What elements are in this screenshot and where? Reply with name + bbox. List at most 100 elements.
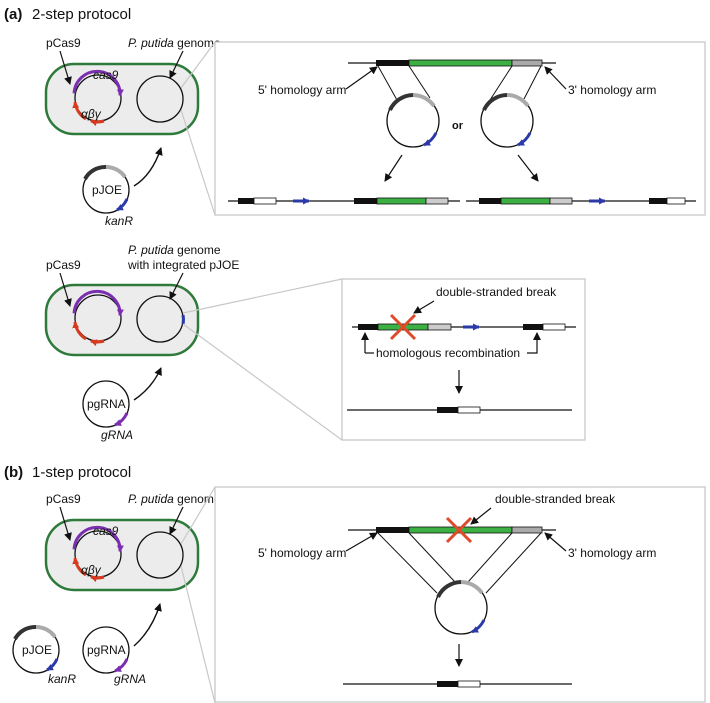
hr-label: homologous recombination bbox=[376, 346, 520, 360]
arm5-block bbox=[376, 60, 409, 66]
zoom-line-2b bbox=[182, 323, 343, 441]
abg-label-b: αβγ bbox=[81, 563, 102, 577]
transform-arrow-b bbox=[133, 603, 162, 647]
transform-arrow-a1 bbox=[133, 147, 163, 187]
panel-a: (a) 2-step protocol cas9 αβγ pCas9 P. pu… bbox=[4, 6, 706, 228]
grna-arrow bbox=[114, 412, 129, 427]
genome-pointer-b bbox=[169, 506, 184, 535]
pjoe-b-gray bbox=[35, 624, 57, 639]
genome-circle bbox=[136, 75, 184, 123]
pjoe-gray-arm bbox=[105, 164, 127, 179]
repaired-locus-b bbox=[343, 680, 572, 688]
green-insert bbox=[408, 59, 513, 67]
zoom-line-2a bbox=[182, 278, 343, 314]
panel-a-title: 2-step protocol bbox=[32, 6, 131, 23]
hr-right bbox=[527, 332, 541, 354]
pgrna-label: pgRNA bbox=[87, 397, 126, 411]
pjoe-left-dark bbox=[388, 93, 414, 111]
arm3-label-b: 3' homology arm bbox=[568, 546, 656, 560]
red-gene-arrow-1 bbox=[90, 119, 105, 127]
kanr-arrow bbox=[116, 198, 129, 212]
grna-label-b: gRNA bbox=[114, 672, 146, 686]
dsb-pointer-a bbox=[413, 300, 435, 314]
dsb-cross-a bbox=[389, 313, 417, 341]
genome-pointer-2 bbox=[169, 272, 184, 300]
arm3-block bbox=[511, 59, 543, 67]
arm5-pointer bbox=[345, 66, 378, 90]
repaired-locus-a bbox=[347, 406, 572, 414]
cas9-label: cas9 bbox=[93, 68, 119, 82]
pjoe-circle-b-gray bbox=[460, 580, 484, 595]
integrated-result-right bbox=[466, 197, 696, 205]
zoom-box-a1 bbox=[214, 41, 706, 216]
abg-label: αβγ bbox=[81, 107, 102, 121]
cross-line-2 bbox=[408, 65, 431, 99]
arm5-pointer-b bbox=[345, 532, 378, 552]
zoom-line-bottom bbox=[180, 109, 216, 216]
panel-b-letter: (b) bbox=[4, 464, 23, 481]
pcas9-label: pCas9 bbox=[46, 36, 81, 50]
cas9-arrow-b bbox=[72, 525, 124, 553]
cas9-label-b: cas9 bbox=[93, 524, 119, 538]
pjoe-right-kan bbox=[517, 132, 532, 147]
or-label: or bbox=[452, 120, 464, 132]
pjoe-dark-arm bbox=[83, 165, 107, 181]
pjoe-circle-b-dark bbox=[436, 580, 462, 598]
arm3-block-b bbox=[511, 526, 543, 534]
panel-b-title: 1-step protocol bbox=[32, 464, 131, 481]
pjoe-left-kan bbox=[423, 132, 438, 147]
arm5-label-a: 5' homology arm bbox=[258, 83, 346, 97]
pcas9-pointer-b bbox=[59, 506, 72, 541]
pgrna-plasmid bbox=[82, 380, 130, 428]
dsb-label-a: double-stranded break bbox=[436, 285, 557, 299]
genome-label-2b: with integrated pJOE bbox=[127, 258, 239, 272]
cas9-arrow-2 bbox=[72, 289, 124, 317]
arm5-label-b: 5' homology arm bbox=[258, 546, 346, 560]
cross-b-3 bbox=[467, 532, 513, 583]
grna-label: gRNA bbox=[101, 428, 133, 442]
pjoe-left-gray bbox=[412, 93, 436, 108]
pcas9-pointer bbox=[59, 50, 72, 85]
arm3-pointer-b bbox=[544, 532, 567, 552]
pcas9-label-b: pCas9 bbox=[46, 492, 81, 506]
cross-b-1 bbox=[377, 532, 438, 594]
pgrna-plasmid-b bbox=[82, 626, 130, 674]
cas9-gene-arrow bbox=[72, 69, 124, 97]
red-gene-arrow-2 bbox=[72, 101, 87, 121]
cross-line-1 bbox=[377, 65, 398, 101]
panel-a-letter: (a) bbox=[4, 6, 22, 23]
genome-label-b: P. putida genome bbox=[128, 492, 221, 506]
genome-circle-b bbox=[136, 531, 184, 579]
genome-label-2: P. putida genome bbox=[128, 243, 221, 257]
red-arrow-b1 bbox=[90, 575, 105, 583]
cross-b-2 bbox=[408, 532, 456, 583]
cell-a1 bbox=[44, 62, 200, 136]
result-arrow-left bbox=[384, 154, 403, 182]
transform-arrow-a2 bbox=[133, 367, 162, 401]
panel-b: (b) 1-step protocol cas9 αβγ pCas9 P. pu… bbox=[4, 464, 706, 703]
pjoe-label: pJOE bbox=[92, 183, 122, 197]
pjoe-right-dark bbox=[482, 93, 508, 111]
result-arrow-right bbox=[517, 154, 539, 182]
cell-a2 bbox=[44, 283, 200, 357]
zoom-line-b1 bbox=[180, 486, 216, 545]
zoom-line-b2 bbox=[180, 565, 216, 703]
pgrna-label-b: pgRNA bbox=[87, 643, 126, 657]
arm3-label-a: 3' homology arm bbox=[568, 83, 656, 97]
pcas9-pointer-2 bbox=[59, 272, 72, 307]
genome-pointer bbox=[169, 50, 184, 79]
dsb-cross-b bbox=[445, 516, 473, 544]
pjoe-right-gray bbox=[506, 93, 530, 108]
kanr-arrow-b bbox=[46, 658, 59, 672]
arm5-block-b bbox=[376, 527, 409, 533]
genome-label: P. putida genome bbox=[128, 36, 221, 50]
red-arrow-2b bbox=[72, 321, 87, 341]
pjoe-b-dark bbox=[13, 625, 37, 641]
zoom-box-b bbox=[214, 486, 706, 703]
zoom-line-top bbox=[180, 41, 216, 89]
cross-line-3 bbox=[489, 65, 513, 101]
dsb-label-b: double-stranded break bbox=[495, 492, 616, 506]
red-arrow-2a bbox=[90, 339, 105, 347]
